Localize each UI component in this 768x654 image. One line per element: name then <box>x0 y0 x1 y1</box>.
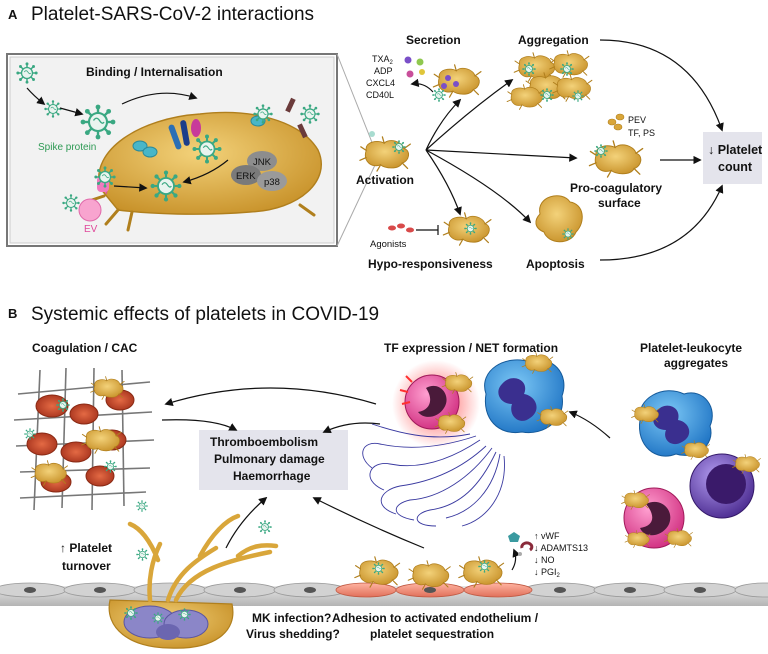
factor-pgi: ↓ PGI2 <box>534 567 561 579</box>
activation-label: Activation <box>356 173 414 187</box>
net-formation <box>362 352 569 527</box>
outcome-box <box>199 430 348 490</box>
panel-a-title: Platelet-SARS-CoV-2 interactions <box>31 4 314 25</box>
adhesion-line1: Adhesion to activated endothelium / <box>332 611 539 625</box>
secretion-cxcl4: CXCL4 <box>366 78 395 88</box>
panel-a-letter: A <box>8 7 18 22</box>
procoag-label-line2: surface <box>598 196 641 210</box>
endothelium <box>0 582 768 606</box>
mk-line2: Virus shedding? <box>246 627 340 641</box>
procoag-label-line1: Pro-coagulatory <box>570 181 662 195</box>
kinase-jnk: JNK <box>253 157 272 168</box>
secretion-cd40l: CD40L <box>366 90 394 100</box>
adhesion-line2: platelet sequestration <box>370 627 494 641</box>
pev-label: PEV <box>628 115 646 125</box>
virus-icon <box>540 88 554 102</box>
outcome-haemorrhage: Haemorrhage <box>233 469 311 483</box>
factor-adamts13: ↓ ADAMTS13 <box>534 543 588 553</box>
tf-net-label: TF expression / NET formation <box>384 341 558 355</box>
platelet-count-box <box>703 132 762 184</box>
virus-icon <box>80 104 116 140</box>
virus-icon <box>16 62 38 84</box>
hypo-label: Hypo-responsiveness <box>368 257 493 271</box>
activation-arrows <box>410 39 724 261</box>
release-arrow <box>511 548 521 571</box>
turnover-line2: turnover <box>62 559 111 573</box>
outcome-thromboembolism: Thromboembolism <box>210 435 318 449</box>
factor-vwf: ↑ vWF <box>534 531 560 541</box>
secreted-molecules <box>404 56 425 78</box>
megakaryocyte <box>108 500 279 649</box>
aggregation-label: Aggregation <box>518 33 589 47</box>
virus-icon <box>300 104 320 124</box>
secretion-label: Secretion <box>406 33 461 47</box>
spike-protein-label: Spike protein <box>38 142 96 153</box>
tf-ps-label: TF, PS <box>628 128 655 138</box>
binding-title: Binding / Internalisation <box>86 65 223 79</box>
virus-icon <box>150 170 182 202</box>
panel-b-arrows <box>161 387 611 549</box>
turnover-line1: ↑ Platelet <box>60 541 112 555</box>
virus-icon <box>594 144 608 158</box>
agonists-label: Agonists <box>370 239 407 250</box>
pla-label-line1: Platelet-leukocyte <box>640 341 742 355</box>
virus-icon <box>192 134 222 164</box>
panel-b-title: Systemic effects of platelets in COVID-1… <box>31 304 379 325</box>
kinase-p38: p38 <box>264 177 280 188</box>
virus-particle <box>369 131 375 137</box>
platelet-count-line2: count <box>718 160 753 174</box>
aggregation-cluster <box>506 50 593 110</box>
virus-icon <box>560 62 574 76</box>
platelet-count-line1: ↓ Platelet <box>708 143 763 157</box>
panel-b-letter: B <box>8 306 17 321</box>
secretion-txa: TXA2 <box>372 54 394 66</box>
virus-icon <box>253 104 273 124</box>
coagulation-label: Coagulation / CAC <box>32 341 138 355</box>
virus-icon <box>464 222 477 235</box>
virus-icon <box>392 140 406 154</box>
platelet-leukocyte-aggregates <box>621 390 761 549</box>
ev-label: EV <box>84 224 98 235</box>
inhibition-line <box>416 225 439 235</box>
virus-icon <box>562 228 574 240</box>
secretion-adp: ADP <box>374 66 393 76</box>
virus-icon <box>522 62 536 76</box>
receptors <box>132 97 308 158</box>
apoptotic-platelet <box>535 195 583 243</box>
secretion-granules <box>441 75 459 89</box>
apoptosis-label: Apoptosis <box>526 257 585 271</box>
kinase-erk: ERK <box>236 171 256 182</box>
kinase-cluster: JNK ERK p38 <box>231 151 287 191</box>
virus-icon <box>432 88 446 102</box>
coagulation-clot <box>13 367 155 511</box>
pev-particles <box>607 113 625 131</box>
virus-icon <box>94 166 116 188</box>
virus-icon <box>62 194 80 212</box>
agonist-molecules <box>388 223 414 233</box>
virus-icon <box>572 90 584 102</box>
binding-internalisation-box: Binding / Internalisation JNK <box>6 53 376 247</box>
outcome-pulmonary-damage: Pulmonary damage <box>214 452 325 466</box>
factor-no: ↓ NO <box>534 555 555 565</box>
pla-label-line2: aggregates <box>664 356 728 370</box>
virus-icon <box>44 100 62 118</box>
released-factors <box>508 532 534 556</box>
mk-line1: MK infection? <box>252 611 331 625</box>
